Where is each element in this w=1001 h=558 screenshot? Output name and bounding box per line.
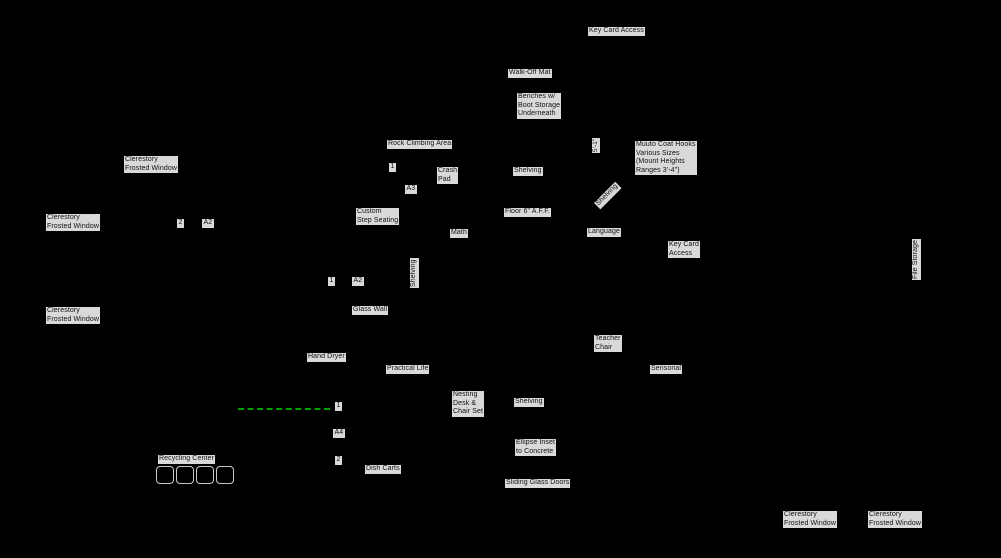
green-dashed-zone-line xyxy=(238,408,330,410)
ellipse-inset-to-concrete: Ellipse Inset to Concrete xyxy=(515,439,557,457)
sliding-glass-doors: Sliding Glass Doors xyxy=(505,479,571,488)
detail-a2-left: A2 xyxy=(202,219,214,228)
rock-climbing-area: Rock Climbing Area xyxy=(387,140,453,149)
clerestory-frosted-window-1: Clerestory Frosted Window xyxy=(124,156,178,174)
detail-a4: A4 xyxy=(333,429,345,438)
walk-off-mat: Walk-Off Mat xyxy=(508,69,552,78)
dimension-tag-vertical: 5'-1" xyxy=(592,137,600,153)
muuto-coat-hooks: Muuto Coat Hooks Various Sizes (Mount He… xyxy=(635,141,697,176)
recycling-bin-icon xyxy=(176,466,194,484)
sensorial: Sensorial xyxy=(650,365,683,374)
floor-6-aff: Floor 6" A.F.F. xyxy=(504,208,551,217)
dish-carts: Dish Carts xyxy=(365,465,401,474)
custom-step-seating: Custom Step Seating xyxy=(356,208,400,226)
language: Language xyxy=(587,228,621,237)
shelving-classroom: Shelving xyxy=(514,398,544,407)
teacher-chair: Teacher Chair xyxy=(594,335,622,353)
clerestory-frosted-window-3: Clerestory Frosted Window xyxy=(46,307,100,325)
key-card-access-top: Key Card Access xyxy=(588,27,645,36)
shelving-vertical-wall: Shelving xyxy=(410,258,419,288)
hand-dryer: Hand Dryer xyxy=(307,353,346,362)
detail-2-bottom: 2 xyxy=(335,456,342,465)
detail-a3: A3 xyxy=(405,185,417,194)
crash-pad: Crash Pad xyxy=(437,167,459,185)
clerestory-frosted-window-4: Clerestory Frosted Window xyxy=(783,511,837,529)
recycling-center: Recycling Center xyxy=(158,455,215,464)
file-storage-vertical: File Storage xyxy=(912,239,921,280)
recycling-bin-icon xyxy=(196,466,214,484)
benches-boot-storage: Benches w/ Boot Storage Underneath xyxy=(517,93,562,119)
shelving-diagonal: Shelving xyxy=(594,182,622,210)
glass-wall: Glass Wall xyxy=(352,306,389,315)
practical-life: Practical Life xyxy=(386,365,430,374)
nesting-desk-chair-set: Nesting Desk & Chair Set xyxy=(452,391,485,417)
detail-1a-top: 1 xyxy=(389,163,396,172)
math: Math xyxy=(450,229,468,238)
recycling-bin-icon xyxy=(156,466,174,484)
detail-a2-mid: A2 xyxy=(352,277,364,286)
recycling-bins-icon-group xyxy=(156,466,234,484)
clerestory-frosted-window-5: Clerestory Frosted Window xyxy=(868,511,922,529)
clerestory-frosted-window-2: Clerestory Frosted Window xyxy=(46,214,100,232)
detail-2-left: 2 xyxy=(177,219,184,228)
detail-1-bottom: 1 xyxy=(335,402,342,411)
detail-1-mid: 1 xyxy=(328,277,335,286)
shelving-lobby: Shelving xyxy=(513,167,543,176)
key-card-access-office: Key Card Access xyxy=(668,241,700,259)
recycling-bin-icon xyxy=(216,466,234,484)
